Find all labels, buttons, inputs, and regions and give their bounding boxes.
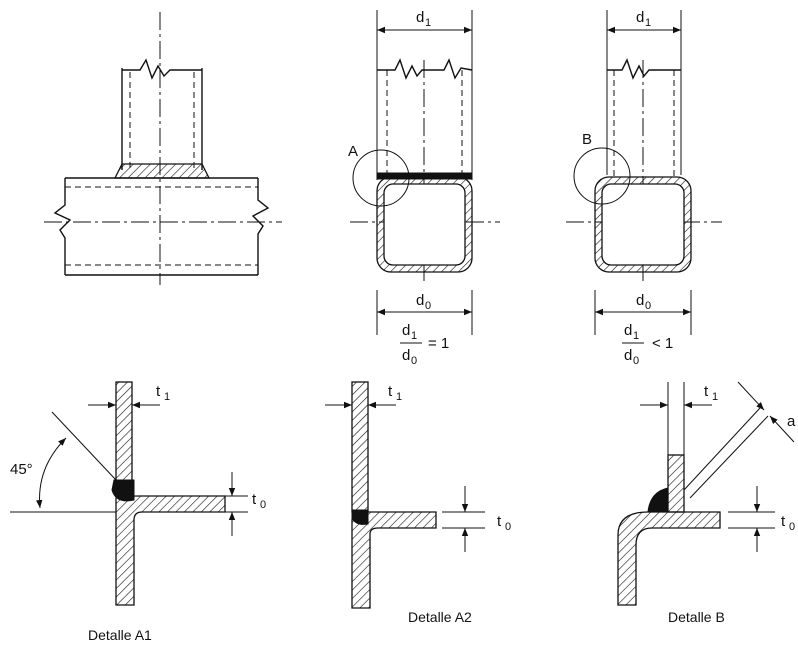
b-throat-label: a — [787, 413, 796, 430]
b-throat-line-1 — [683, 407, 761, 491]
a2-chord-corner — [351, 511, 437, 609]
a1-weld — [111, 479, 135, 502]
d1-subscript-b: 1 — [645, 17, 651, 29]
detail-marker-label-b: B — [582, 131, 592, 148]
section-a: d 1 A d 0 d 1 d 0 = 1 — [348, 9, 500, 367]
detail-b: a t 1 t 0 Detalle B — [617, 381, 796, 625]
chord-shs-inner-b — [601, 183, 685, 266]
a2-t0-label: t — [497, 513, 502, 530]
caption-detail-a2: Detalle A2 — [408, 609, 472, 625]
ratio-den-sub-b: 0 — [633, 355, 639, 367]
d0-subscript-b: 0 — [645, 300, 651, 312]
ratio-value-a: = 1 — [428, 335, 449, 352]
section-b: d 1 B d 0 d 1 d 0 < 1 — [566, 9, 722, 367]
b-t0-subscript: 0 — [789, 521, 795, 533]
ratio-value-b: < 1 — [652, 335, 673, 352]
detail-marker-label-a: A — [348, 143, 358, 160]
d0-label-a: d — [416, 292, 424, 309]
side-view — [44, 12, 282, 285]
ratio-num-b: d — [624, 322, 632, 339]
b-weld — [647, 487, 669, 513]
detail-marker-circle-a — [352, 149, 410, 207]
ratio-den-b: d — [624, 347, 632, 364]
a2-t1-subscript: 1 — [396, 391, 402, 403]
b-throat-arrow-top — [737, 381, 765, 411]
detail-marker-circle-b — [573, 147, 631, 205]
chord-break-right — [251, 178, 270, 275]
ratio-num-sub-b: 1 — [633, 330, 639, 342]
d0-subscript-a: 0 — [425, 300, 431, 312]
b-chord-corner — [617, 511, 721, 606]
chord-shs-inner-a — [383, 183, 466, 266]
chord-break-left — [53, 178, 72, 275]
weld-fillet-hatch — [113, 163, 211, 179]
a1-brace-wall — [115, 381, 133, 483]
ratio-den-a: d — [402, 347, 410, 364]
ratio-num-a: d — [402, 322, 410, 339]
caption-detail-a1: Detalle A1 — [88, 627, 152, 643]
detail-a1: 45° t 1 t 0 Detalle A1 — [10, 381, 266, 643]
a2-t1-label: t — [388, 383, 393, 400]
d0-label-b: d — [636, 292, 644, 309]
d1-subscript-a: 1 — [425, 17, 431, 29]
d1-label-a: d — [416, 9, 424, 26]
brace-break-line — [122, 58, 202, 80]
b-t1-subscript: 1 — [712, 391, 718, 403]
b-t1-label: t — [704, 383, 709, 400]
b-t0-label: t — [781, 513, 786, 530]
a1-angle-label: 45° — [10, 461, 33, 478]
d1-label-b: d — [636, 9, 644, 26]
a1-t1-label: t — [156, 383, 161, 400]
brace-break-line-b — [607, 58, 681, 80]
a1-t0-label: t — [252, 491, 257, 508]
a2-weld — [351, 509, 369, 525]
b-throat-arrow-bottom — [769, 415, 795, 443]
a1-angle-line — [51, 411, 117, 481]
weld-bar-a — [376, 172, 473, 180]
ratio-den-sub-a: 0 — [411, 355, 417, 367]
detail-a2: t 1 t 0 Detalle A2 — [325, 381, 511, 625]
a1-t1-subscript: 1 — [164, 391, 170, 403]
brace-break-line-a — [377, 58, 473, 80]
b-throat-line-2 — [689, 415, 769, 499]
b-brace-wall — [667, 454, 685, 513]
a2-t0-subscript: 0 — [505, 521, 511, 533]
caption-detail-b: Detalle B — [668, 609, 725, 625]
ratio-num-sub-a: 1 — [411, 330, 417, 342]
a1-angle-arc — [36, 437, 67, 509]
a2-brace-wall — [351, 381, 369, 513]
a1-t0-subscript: 0 — [260, 499, 266, 511]
